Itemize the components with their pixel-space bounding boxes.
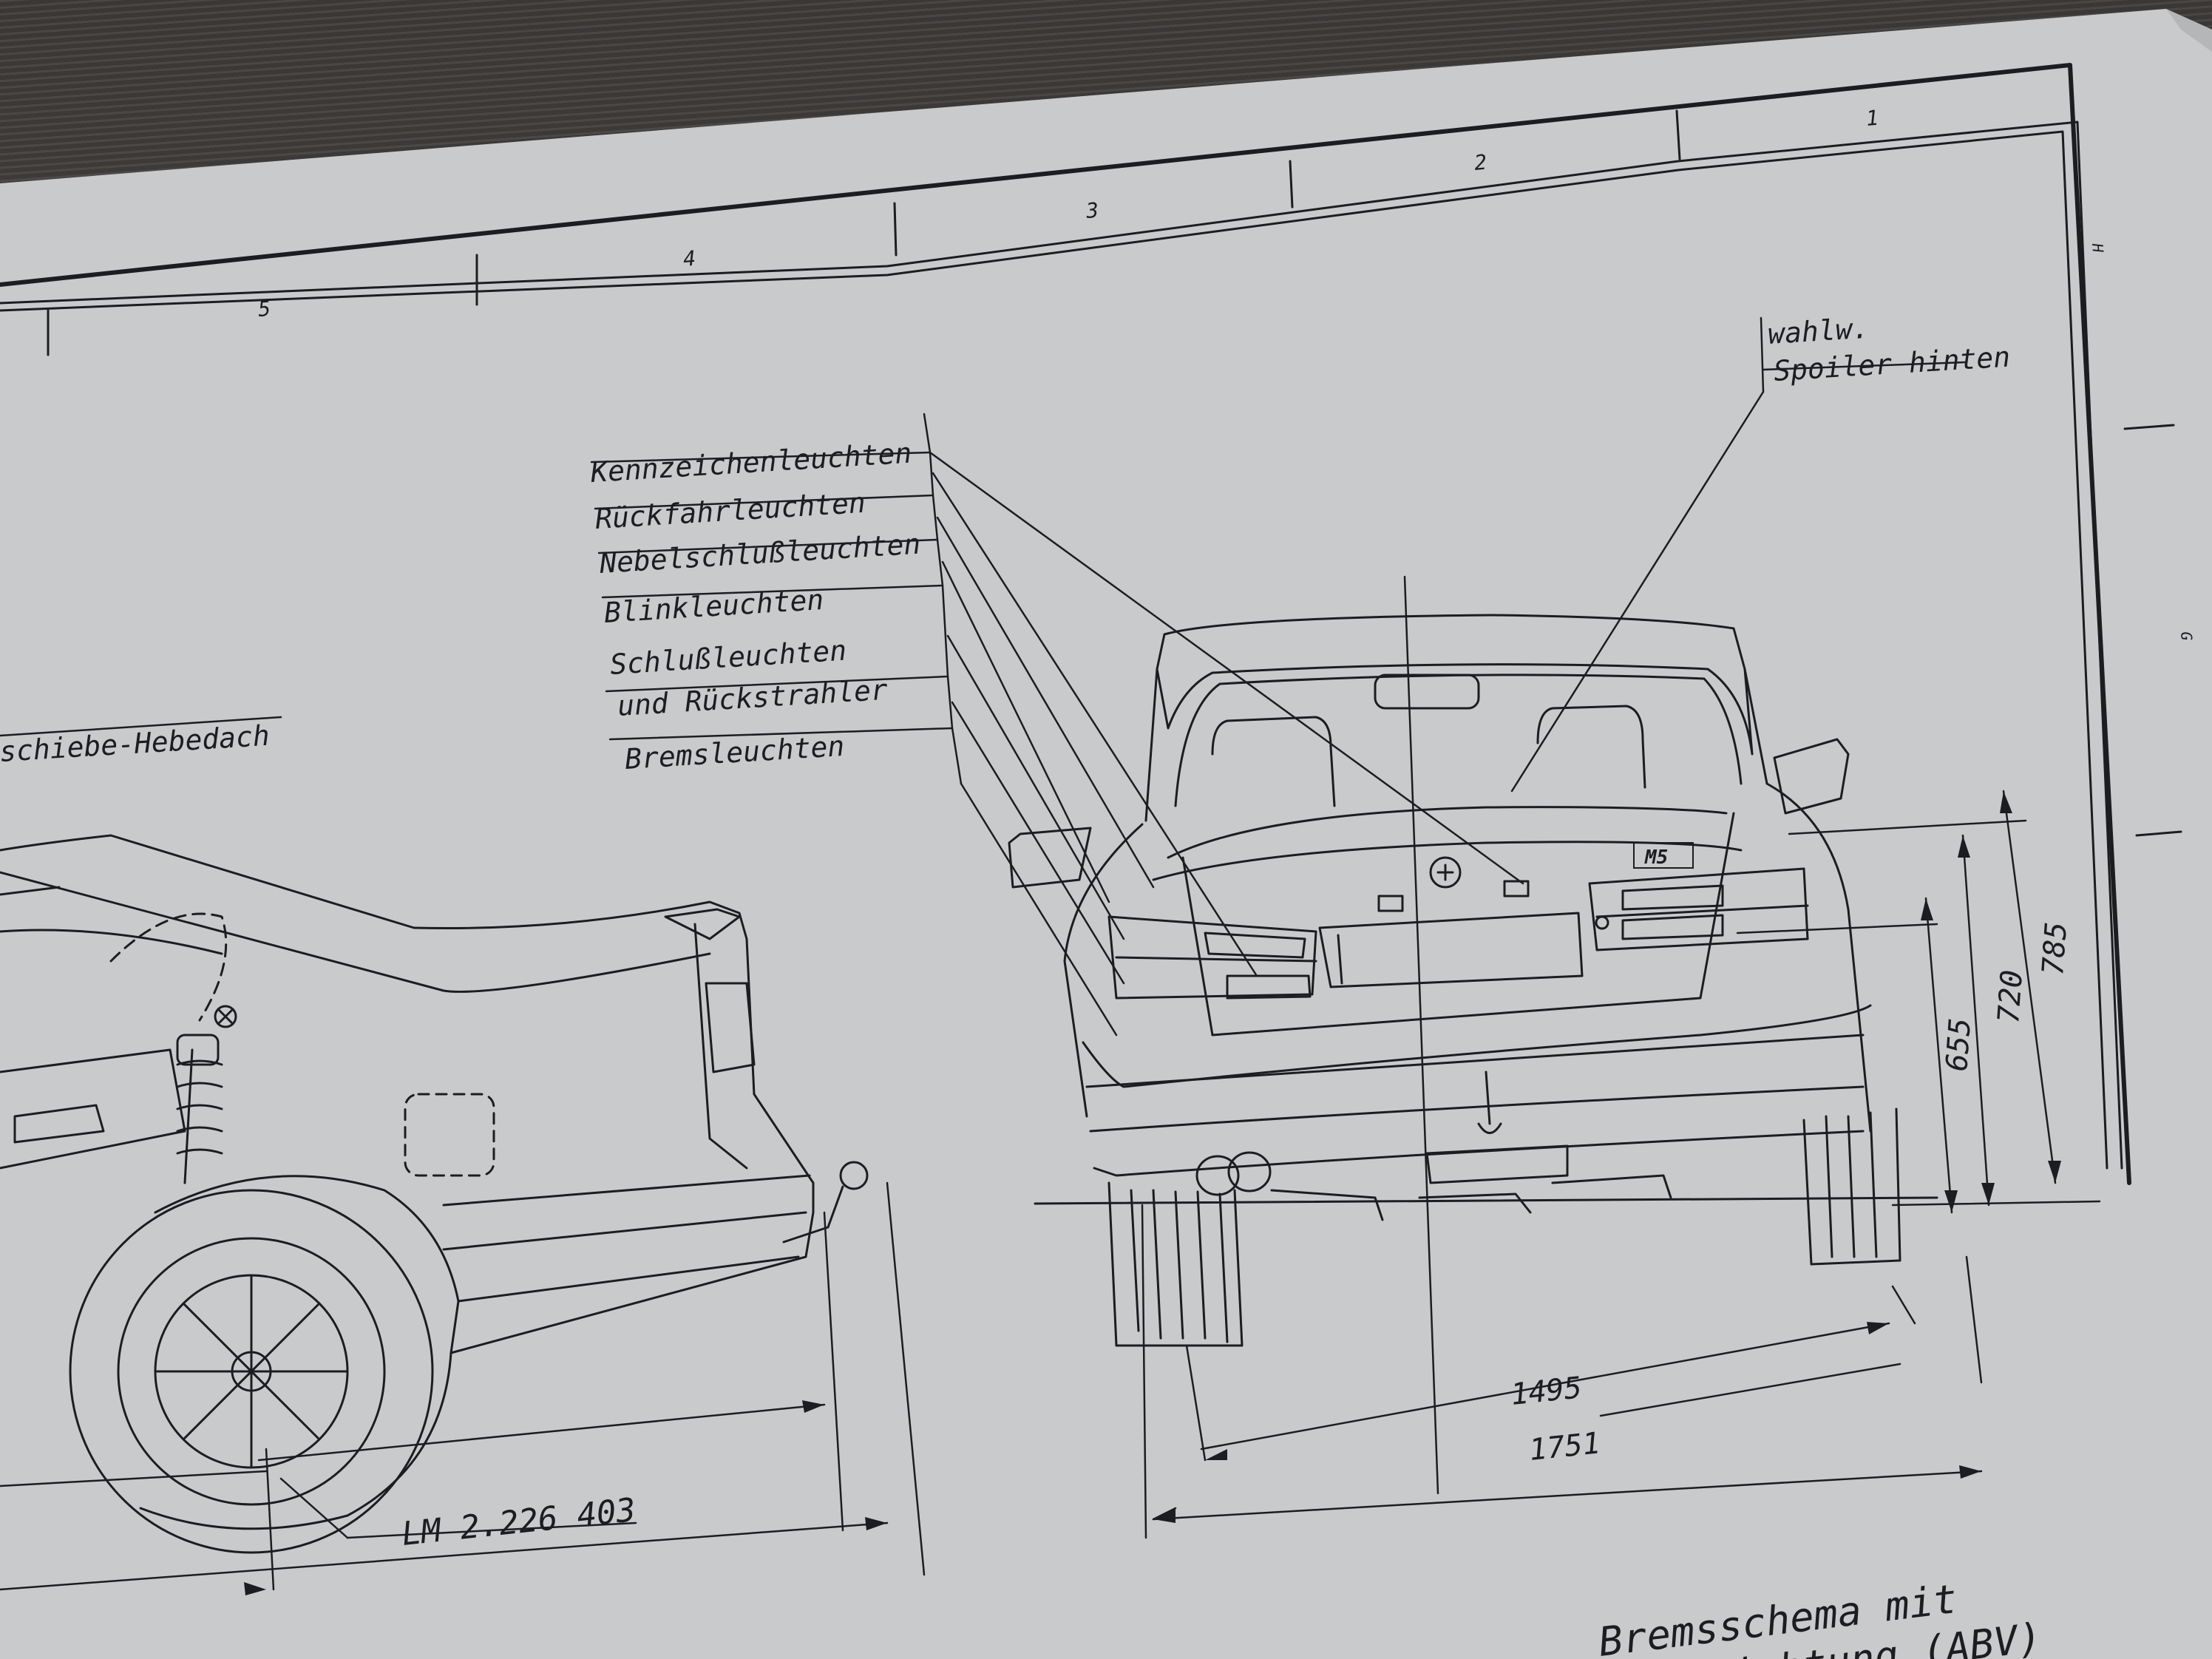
car-rear-view [1008, 614, 1938, 1347]
dimension-track: 1495 [1509, 1371, 1584, 1412]
dimension-height-720: 720 [1992, 968, 2029, 1024]
paper-shadow-edge [2166, 9, 2212, 52]
edge-letter-g: G [2177, 631, 2196, 641]
frame-zone-labels: 5 4 3 2 1 H G [257, 106, 2196, 642]
edge-letter-h: H [2089, 242, 2107, 254]
zone-number-1: 1 [1865, 106, 1880, 131]
label-wahlweise: wahlw. [1767, 312, 1870, 350]
drawing-frame [0, 63, 2182, 1185]
badge-text: M5 [1644, 847, 1668, 869]
dimension-height-785: 785 [2036, 920, 2074, 976]
m5-badge: M5 [1633, 842, 1694, 869]
zone-number-2: 2 [1473, 150, 1488, 175]
zone-number-5: 5 [257, 296, 272, 322]
zone-number-4: 4 [682, 246, 697, 271]
callout-leaders [0, 316, 1967, 1037]
dimension-height-655: 655 [1940, 1017, 1978, 1072]
car-side-view [0, 834, 869, 1554]
paper-sheet [0, 9, 2212, 1659]
zone-number-3: 3 [1085, 198, 1100, 223]
dimension-arrows [244, 791, 2061, 1595]
centerline [1403, 575, 1439, 1495]
dimension-width: 1751 [1527, 1426, 1602, 1468]
